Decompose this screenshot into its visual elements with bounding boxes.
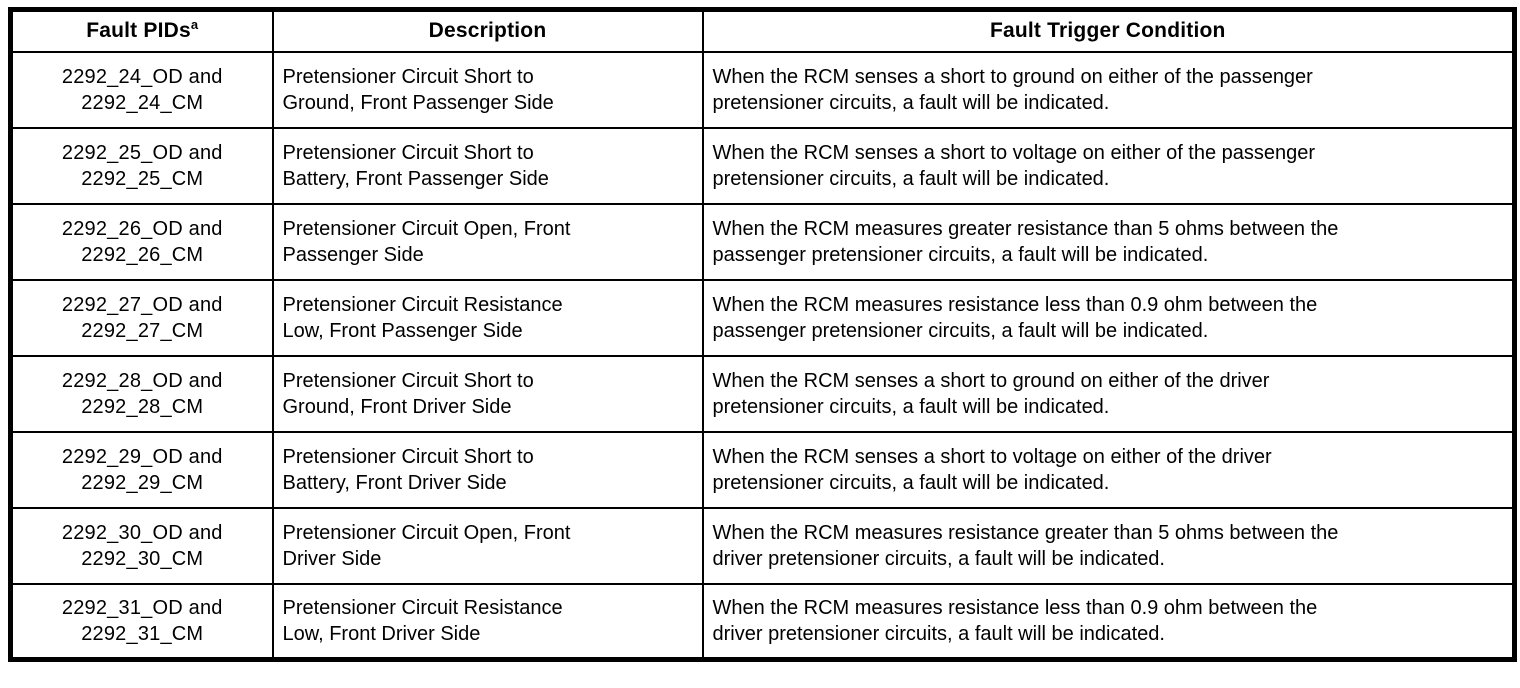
table-row: 2292_31_OD and 2292_31_CM Pretensioner C… — [9, 582, 1516, 661]
table-row: 2292_27_OD and 2292_27_CM Pretensioner C… — [9, 278, 1516, 357]
fault-pid-cell: 2292_27_OD and 2292_27_CM — [9, 278, 274, 357]
header-row: Fault PIDsa Description Fault Trigger Co… — [9, 8, 1516, 53]
fault-pid-table: Fault PIDsa Description Fault Trigger Co… — [8, 7, 1517, 662]
fault-pid-cell: 2292_26_OD and 2292_26_CM — [9, 202, 274, 281]
condition-cell: When the RCM senses a short to voltage o… — [701, 430, 1516, 509]
table-row: 2292_26_OD and 2292_26_CM Pretensioner C… — [9, 202, 1516, 281]
header-description: Description — [271, 8, 704, 53]
condition-cell: When the RCM measures resistance less th… — [701, 278, 1516, 357]
fault-pid-cell: 2292_24_OD and 2292_24_CM — [9, 50, 274, 129]
description-cell: Pretensioner Circuit Short to Ground, Fr… — [271, 354, 704, 433]
condition-cell: When the RCM measures greater resistance… — [701, 202, 1516, 281]
fault-pid-cell: 2292_28_OD and 2292_28_CM — [9, 354, 274, 433]
description-cell: Pretensioner Circuit Resistance Low, Fro… — [271, 278, 704, 357]
fault-pid-cell: 2292_31_OD and 2292_31_CM — [9, 582, 274, 661]
header-fault-pids: Fault PIDsa — [9, 8, 274, 53]
fault-pid-cell: 2292_30_OD and 2292_30_CM — [9, 506, 274, 585]
condition-cell: When the RCM senses a short to ground on… — [701, 354, 1516, 433]
table-row: 2292_28_OD and 2292_28_CM Pretensioner C… — [9, 354, 1516, 433]
description-cell: Pretensioner Circuit Open, Front Passeng… — [271, 202, 704, 281]
description-cell: Pretensioner Circuit Short to Ground, Fr… — [271, 50, 704, 129]
header-fault-trigger-condition: Fault Trigger Condition — [701, 8, 1516, 53]
description-cell: Pretensioner Circuit Open, Front Driver … — [271, 506, 704, 585]
condition-cell: When the RCM senses a short to voltage o… — [701, 126, 1516, 205]
condition-cell: When the RCM measures resistance greater… — [701, 506, 1516, 585]
table-row: 2292_24_OD and 2292_24_CM Pretensioner C… — [9, 50, 1516, 129]
fault-pid-cell: 2292_29_OD and 2292_29_CM — [9, 430, 274, 509]
header-fault-pids-label: Fault PIDs — [86, 19, 191, 43]
footnote-marker-a: a — [190, 17, 199, 33]
table-row: 2292_25_OD and 2292_25_CM Pretensioner C… — [9, 126, 1516, 205]
table-row: 2292_30_OD and 2292_30_CM Pretensioner C… — [9, 506, 1516, 585]
description-cell: Pretensioner Circuit Resistance Low, Fro… — [271, 582, 704, 661]
description-cell: Pretensioner Circuit Short to Battery, F… — [271, 430, 704, 509]
description-cell: Pretensioner Circuit Short to Battery, F… — [271, 126, 704, 205]
condition-cell: When the RCM measures resistance less th… — [701, 582, 1516, 661]
table-row: 2292_29_OD and 2292_29_CM Pretensioner C… — [9, 430, 1516, 509]
table-body: 2292_24_OD and 2292_24_CM Pretensioner C… — [9, 50, 1516, 661]
condition-cell: When the RCM senses a short to ground on… — [701, 50, 1516, 129]
fault-pid-cell: 2292_25_OD and 2292_25_CM — [9, 126, 274, 205]
